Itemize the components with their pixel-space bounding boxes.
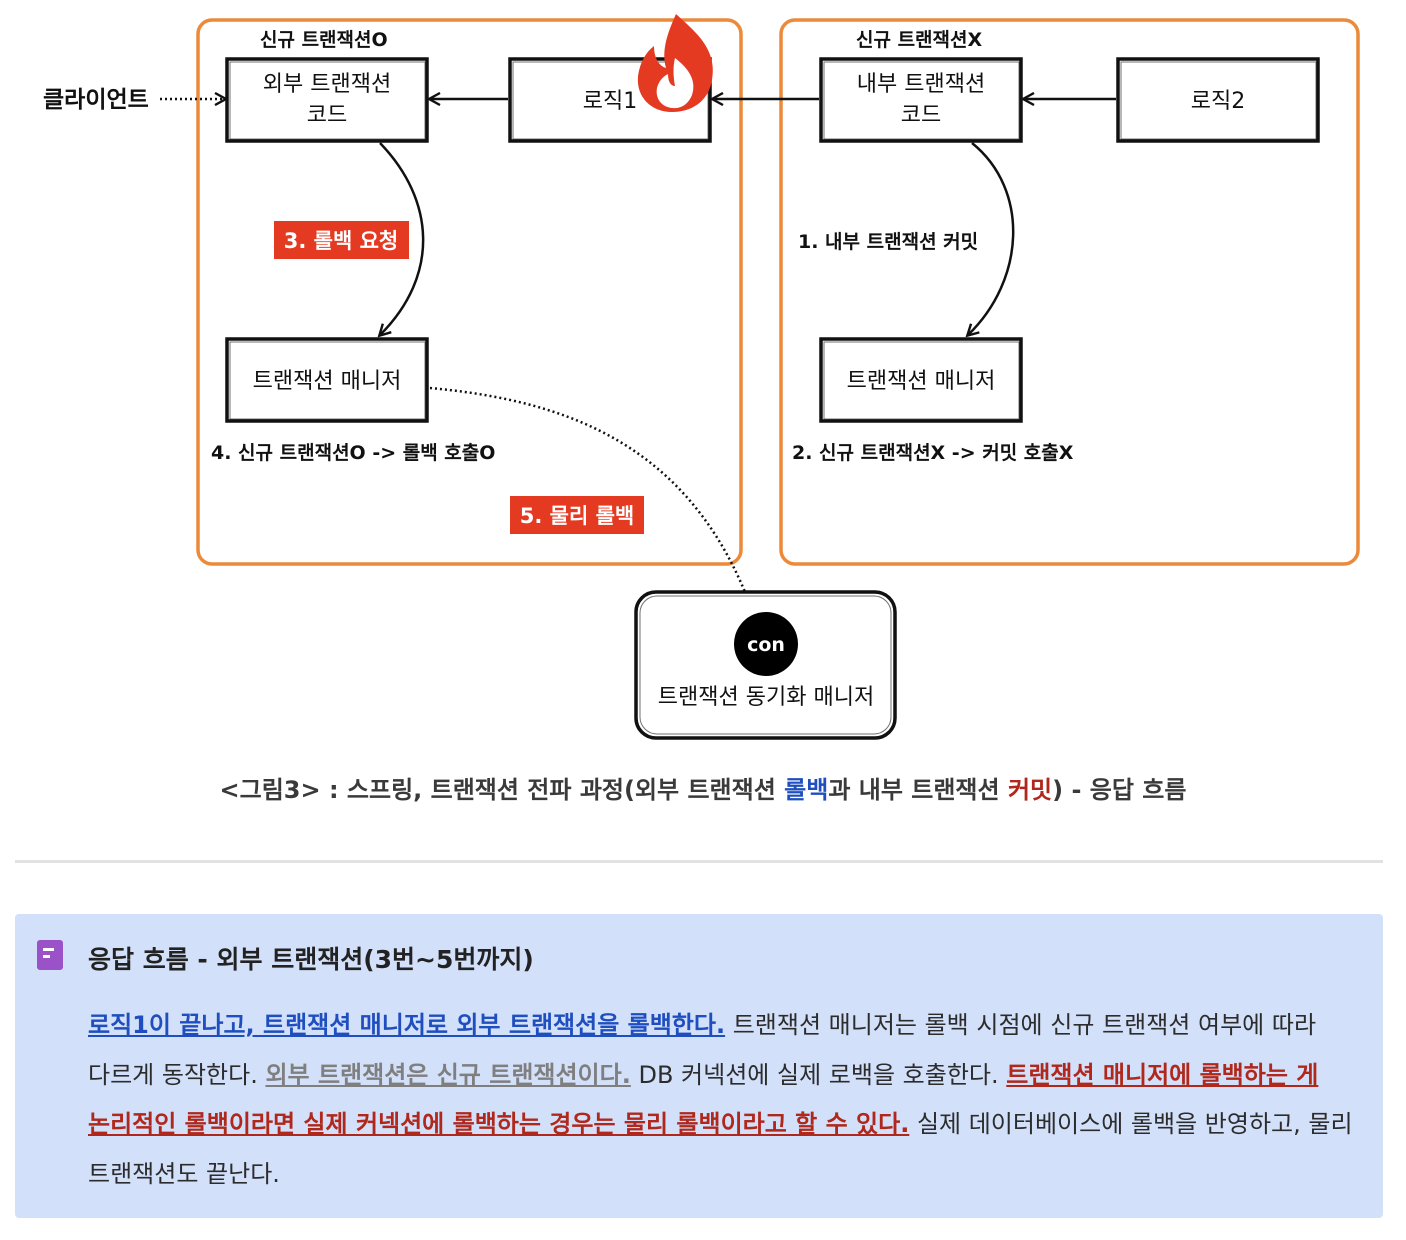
fire-icon	[637, 14, 713, 112]
connection-circle	[734, 612, 798, 676]
inner-tx-manager-box: 트랜잭션 매니저	[819, 337, 1023, 423]
figure-caption: <그림3> : 스프링, 트랜잭션 전파 과정(외부 트랜잭션 롤백과 내부 트…	[0, 770, 1406, 805]
propagation-diagram: 신규 트랜잭션O 신규 트랜잭션X 클라이언트 외부 트랜잭션 코드 로직1 내…	[43, 14, 1360, 740]
caption-commit: 커밋	[1007, 776, 1053, 804]
rollback-request-label: 3. 롤백 요청	[284, 229, 399, 253]
step2-label: 2. 신규 트랜잭션X -> 커밋 호출X	[792, 442, 1074, 464]
inner-code-line1: 내부 트랜잭션	[857, 72, 985, 97]
inner-tx-manager-label: 트랜잭션 매니저	[847, 369, 996, 394]
caption-rollback: 롤백	[784, 776, 829, 804]
connection-label: con	[747, 634, 785, 656]
logic1-label: 로직1	[583, 89, 637, 114]
callout-body: 로직1이 끝나고, 트랜잭션 매니저로 외부 트랜잭션을 롤백한다. 트랜잭션 …	[88, 1001, 1363, 1199]
step4-label: 4. 신규 트랜잭션O -> 롤백 호출O	[211, 442, 495, 464]
callout-link-2: 외부 트랜잭션은 신규 트랜잭션이다.	[265, 1060, 631, 1089]
arrow-physical-rollback	[429, 386, 752, 610]
callout-text-2: DB 커넥션에 실제 로백을 호출한다.	[630, 1060, 1007, 1089]
caption-suffix: ) - 응답 흐름	[1052, 776, 1187, 804]
outer-code-box: 외부 트랜잭션 코드	[225, 57, 429, 143]
arrow-inner-commit	[968, 142, 1015, 335]
rollback-request-badge	[274, 221, 409, 259]
divider	[15, 860, 1383, 863]
callout-box: 응답 흐름 - 외부 트랜잭션(3번~5번까지) 로직1이 끝나고, 트랜잭션 …	[15, 914, 1383, 1218]
inner-code-box: 내부 트랜잭션 코드	[819, 57, 1023, 143]
inner-tx-label: 신규 트랜잭션X	[856, 29, 982, 51]
callout-link-3: 트랜잭션 매니저에 롤백하는 게 논리적인 롤백이라면 실제 커넥션에 롤백하는…	[88, 1060, 1319, 1139]
physical-rollback-badge	[510, 496, 644, 534]
caption-middle: 과 내부 트랜잭션	[828, 776, 1008, 804]
arrow-outer-rollback	[380, 142, 425, 335]
logic2-label: 로직2	[1191, 89, 1245, 114]
page-icon	[37, 940, 63, 970]
outer-tx-label: 신규 트랜잭션O	[260, 29, 388, 51]
callout-link-1: 로직1이 끝나고, 트랜잭션 매니저로 외부 트랜잭션을 롤백한다.	[88, 1011, 726, 1039]
callout-text-1: 트랜잭션 매니저는 롤백 시점에 신규 트랜잭션 여부에 따라 다르게 동작한다…	[88, 1011, 1317, 1089]
outer-transaction-frame	[196, 18, 743, 566]
physical-rollback-label: 5. 물리 롤백	[520, 504, 635, 528]
caption-prefix: <그림3> : 스프링, 트랜잭션 전파 과정(외부 트랜잭션	[219, 776, 785, 804]
sync-manager-box: con 트랜잭션 동기화 매니저	[634, 590, 897, 740]
callout-title: 응답 흐름 - 외부 트랜잭션(3번~5번까지)	[88, 945, 534, 974]
client-label: 클라이언트	[43, 87, 149, 113]
inner-code-line2: 코드	[901, 103, 941, 128]
outer-code-line2: 코드	[307, 103, 347, 128]
logic2-box: 로직2	[1116, 57, 1320, 143]
inner-transaction-frame	[779, 18, 1360, 566]
outer-code-line1: 외부 트랜잭션	[263, 72, 391, 97]
outer-tx-manager-label: 트랜잭션 매니저	[253, 369, 402, 394]
inner-commit-label: 1. 내부 트랜잭션 커밋	[798, 231, 978, 253]
sync-manager-label: 트랜잭션 동기화 매니저	[658, 685, 874, 710]
outer-tx-manager-box: 트랜잭션 매니저	[225, 337, 429, 423]
callout-text-3: 실제 데이터베이스에 롤백을 반영하고, 물리 트랜잭션도 끝난다.	[88, 1110, 1353, 1188]
